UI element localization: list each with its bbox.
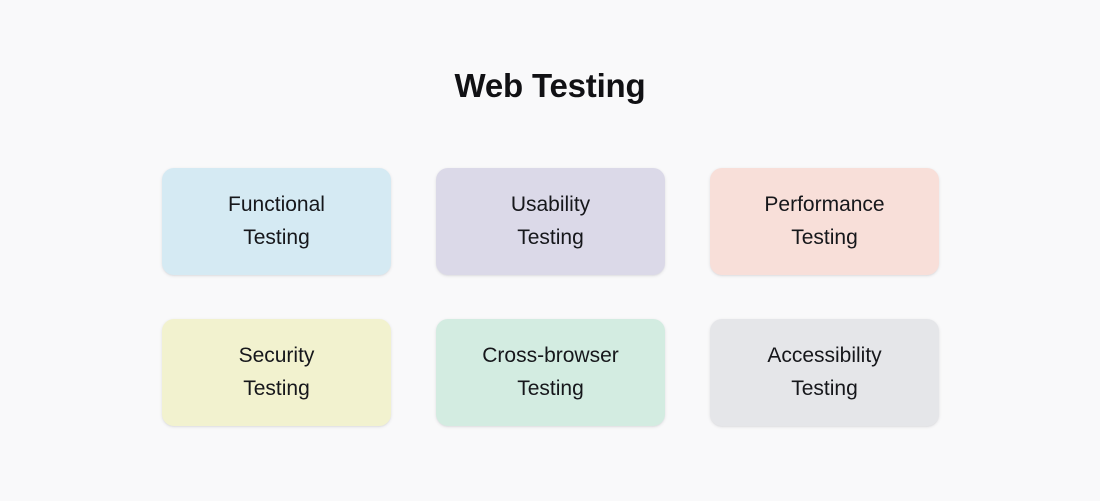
- card-cross-browser-testing[interactable]: Cross-browser Testing: [436, 319, 665, 426]
- card-label: Usability Testing: [510, 192, 591, 249]
- page-title: Web Testing: [454, 67, 646, 104]
- testing-type-grid: Functional Testing Usability Testing Per…: [162, 168, 939, 426]
- card-functional-testing[interactable]: Functional Testing: [162, 168, 391, 275]
- card-label: Functional Testing: [228, 192, 325, 249]
- card-label: Accessibility Testing: [767, 343, 882, 400]
- card-usability-testing[interactable]: Usability Testing: [436, 168, 665, 275]
- card-accessibility-testing[interactable]: Accessibility Testing: [710, 319, 939, 426]
- card-security-testing[interactable]: Security Testing: [162, 319, 391, 426]
- card-label: Performance Testing: [764, 192, 885, 249]
- card-label: Security Testing: [238, 343, 315, 400]
- card-label: Cross-browser Testing: [482, 343, 619, 400]
- card-performance-testing[interactable]: Performance Testing: [710, 168, 939, 275]
